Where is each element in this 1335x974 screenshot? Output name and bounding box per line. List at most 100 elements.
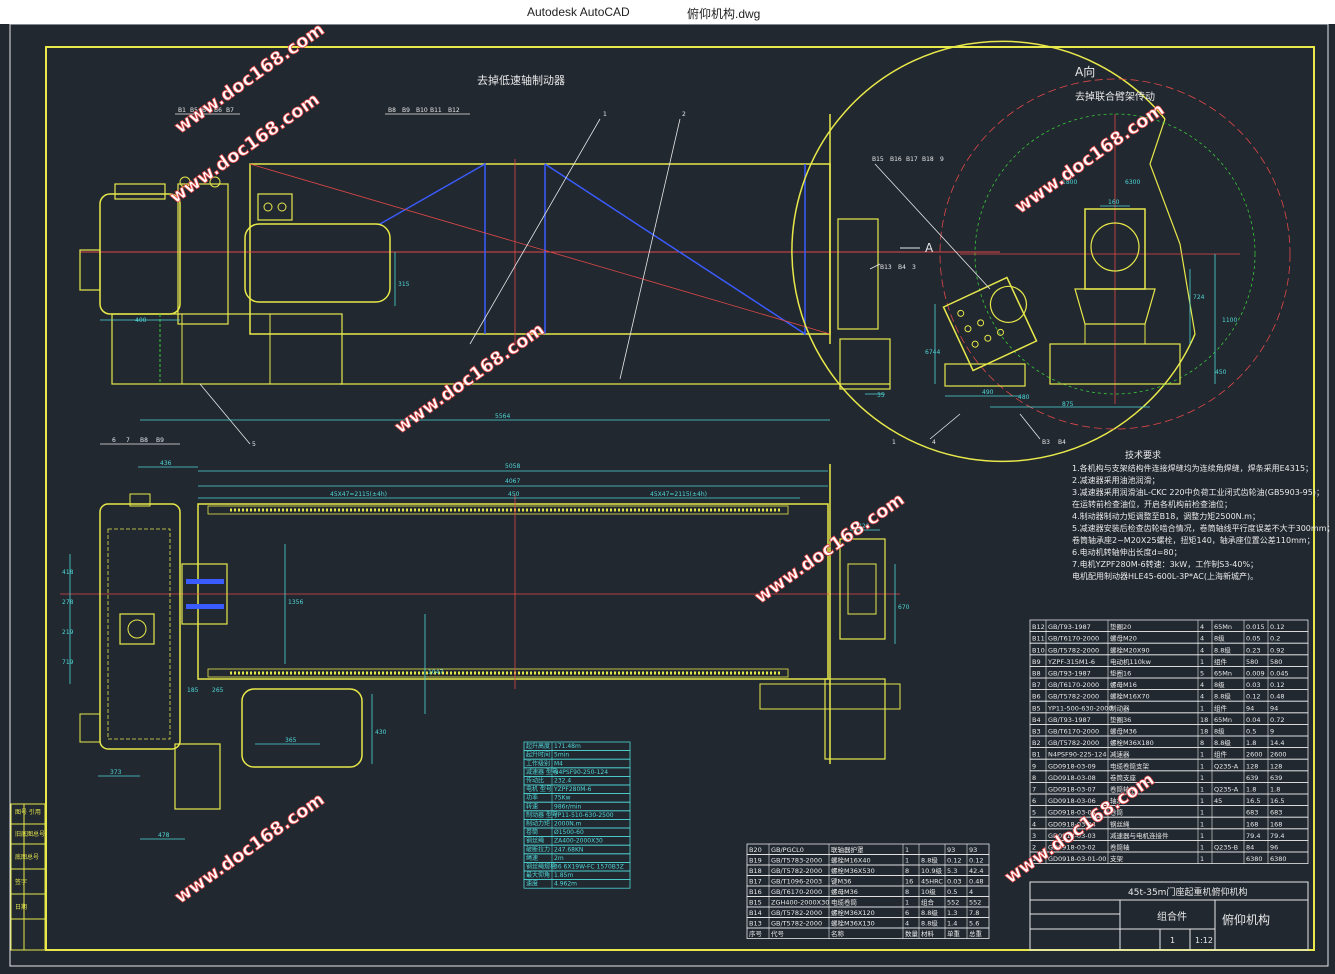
table-cell: 0.5 bbox=[1246, 728, 1256, 736]
table-cell: 1 bbox=[1200, 797, 1204, 805]
table-cell: Ø1500-60 bbox=[554, 829, 584, 836]
table-cell: YP11-500-630-2000 bbox=[1047, 704, 1113, 712]
table-cell: GD0918-03-08 bbox=[1048, 774, 1096, 782]
table-cell: 3 bbox=[1032, 832, 1036, 840]
table-cell: 0.12 bbox=[969, 857, 983, 865]
table-cell: 10级 bbox=[921, 887, 936, 896]
table-cell: 8.8级 bbox=[921, 908, 938, 917]
tech-line: 电机配用制动器HLE45-600L-3P*AC(上海新城产)。 bbox=[1072, 571, 1258, 581]
table-cell: 8 bbox=[1200, 739, 1204, 747]
table-cell: 速度 bbox=[526, 880, 538, 888]
table-cell: GB/T5782-2000 bbox=[771, 867, 822, 875]
dim-text: 490 bbox=[982, 389, 994, 396]
dim-text: 6300 bbox=[1125, 179, 1140, 186]
table-cell: N4PSF90-250-124 bbox=[554, 769, 608, 776]
callout: B4 bbox=[202, 107, 210, 114]
table-cell: 8级 bbox=[1214, 727, 1225, 736]
callout: B12 bbox=[448, 107, 460, 114]
callout: B9 bbox=[402, 107, 410, 114]
table-cell: 数量 bbox=[905, 929, 919, 938]
drawing-canvas[interactable]: 图号 引用 旧底图总号 底图总号 签字 日期 去掉低速轴制动器 bbox=[0, 19, 1335, 970]
table-cell: 破断拉力 bbox=[526, 845, 550, 853]
table-cell: 986r/min bbox=[554, 803, 581, 810]
table-cell: 键M36 bbox=[831, 877, 851, 886]
table-cell: 1 bbox=[1200, 762, 1204, 770]
table-cell: GB/T5782-2000 bbox=[1048, 693, 1099, 701]
dim-text: 5564 bbox=[495, 413, 510, 420]
table-cell: 螺母M20 bbox=[1110, 634, 1137, 643]
table-cell: 1 bbox=[905, 899, 909, 907]
table-cell: 8级 bbox=[1214, 634, 1225, 643]
callout: B17 bbox=[906, 156, 918, 163]
outer-border bbox=[9, 23, 1329, 967]
watermarks: www.doc168.comwww.doc168.comwww.doc168.c… bbox=[165, 19, 1168, 909]
table-cell: 0.5 bbox=[947, 888, 957, 896]
motor-top bbox=[241, 688, 363, 768]
dim-text: 450 bbox=[1215, 369, 1227, 376]
table-cell: 16.5 bbox=[1270, 797, 1284, 805]
table-cell: 钢丝绳 bbox=[1110, 819, 1130, 828]
table-cell: B16 bbox=[749, 888, 762, 896]
table-cell: 总重 bbox=[969, 929, 983, 938]
left-strip-label: 图号 引用 bbox=[15, 808, 41, 816]
dim-text: 5058 bbox=[505, 463, 520, 470]
table-cell: 螺母M36 bbox=[1110, 727, 1137, 736]
table-cell: Q235-A bbox=[1214, 762, 1239, 770]
callout: 3 bbox=[912, 264, 916, 271]
table-cell: GB/T93-1987 bbox=[1048, 670, 1091, 678]
table-cell: GB/T5782-2000 bbox=[771, 920, 822, 928]
table-cell: 1 bbox=[1200, 844, 1204, 852]
table-cell: 65Mn bbox=[1214, 670, 1232, 678]
table-cell: 75Kw bbox=[554, 795, 571, 802]
left-strip-label: 签字 bbox=[15, 878, 27, 886]
dim-text: 45X47=2115(±4h) bbox=[650, 491, 707, 498]
table-cell: 轴承 bbox=[1110, 796, 1124, 805]
table-cell: 1.3 bbox=[947, 909, 957, 917]
cad-drawing[interactable]: 图号 引用 旧底图总号 底图总号 签字 日期 去掉低速轴制动器 bbox=[0, 19, 1335, 970]
callout: B18 bbox=[922, 156, 934, 163]
table-cell: 4 bbox=[905, 920, 909, 928]
left-strip-label: 日期 bbox=[15, 903, 27, 911]
table-cell: 0.12 bbox=[1246, 693, 1260, 701]
dim-text: 45X47=2115(±4h) bbox=[330, 491, 387, 498]
table-cell: B7 bbox=[1032, 681, 1041, 689]
table-cell: GB/T5782-2000 bbox=[1048, 646, 1099, 654]
dim-text: 670 bbox=[898, 604, 910, 611]
diagonal bbox=[249, 163, 831, 335]
table-cell: 0.48 bbox=[969, 878, 983, 886]
table-cell: 0.12 bbox=[1270, 623, 1284, 631]
table-cell: 0.92 bbox=[1270, 646, 1284, 654]
table-cell: 5 bbox=[1200, 670, 1204, 678]
table-cell: GB/T5783-2000 bbox=[771, 857, 822, 865]
table-cell: 8.8级 bbox=[1214, 738, 1231, 747]
table-cell: 钢丝绳 bbox=[526, 837, 544, 845]
table-cell: 93 bbox=[969, 846, 977, 854]
table-cell: M4 bbox=[554, 760, 563, 767]
callout: B10 bbox=[416, 107, 428, 114]
table-cell: GB/T93-1987 bbox=[1048, 623, 1091, 631]
table-cell: GD0918-03-04 bbox=[1048, 820, 1096, 828]
table-cell: 1 bbox=[905, 846, 909, 854]
table-cell: 0.009 bbox=[1246, 670, 1265, 678]
callout: B9 bbox=[156, 437, 164, 444]
dim-text: 6744 bbox=[925, 349, 940, 356]
table-cell: 2600 bbox=[1270, 751, 1287, 759]
spec-row bbox=[523, 853, 631, 863]
callout: B13 bbox=[880, 264, 892, 271]
table-cell: 工作级别 bbox=[526, 759, 550, 767]
table-cell: 垫圈16 bbox=[1110, 669, 1131, 678]
spec-row bbox=[523, 879, 631, 889]
table-cell: GD0918-03-06 bbox=[1048, 797, 1096, 805]
table-cell: 9 bbox=[1270, 728, 1274, 736]
table-cell: 5.6 bbox=[969, 920, 979, 928]
dim-text: 219 bbox=[62, 629, 74, 636]
scale: 1:12 bbox=[1195, 936, 1213, 945]
table-cell: 171.48m bbox=[554, 743, 581, 750]
bearing-support bbox=[837, 218, 879, 330]
table-cell: GB/T6170-2000 bbox=[771, 888, 822, 896]
table-cell: 232.4 bbox=[554, 778, 571, 785]
dim-text: 480 bbox=[1018, 394, 1030, 401]
table-cell: B15 bbox=[749, 899, 762, 907]
